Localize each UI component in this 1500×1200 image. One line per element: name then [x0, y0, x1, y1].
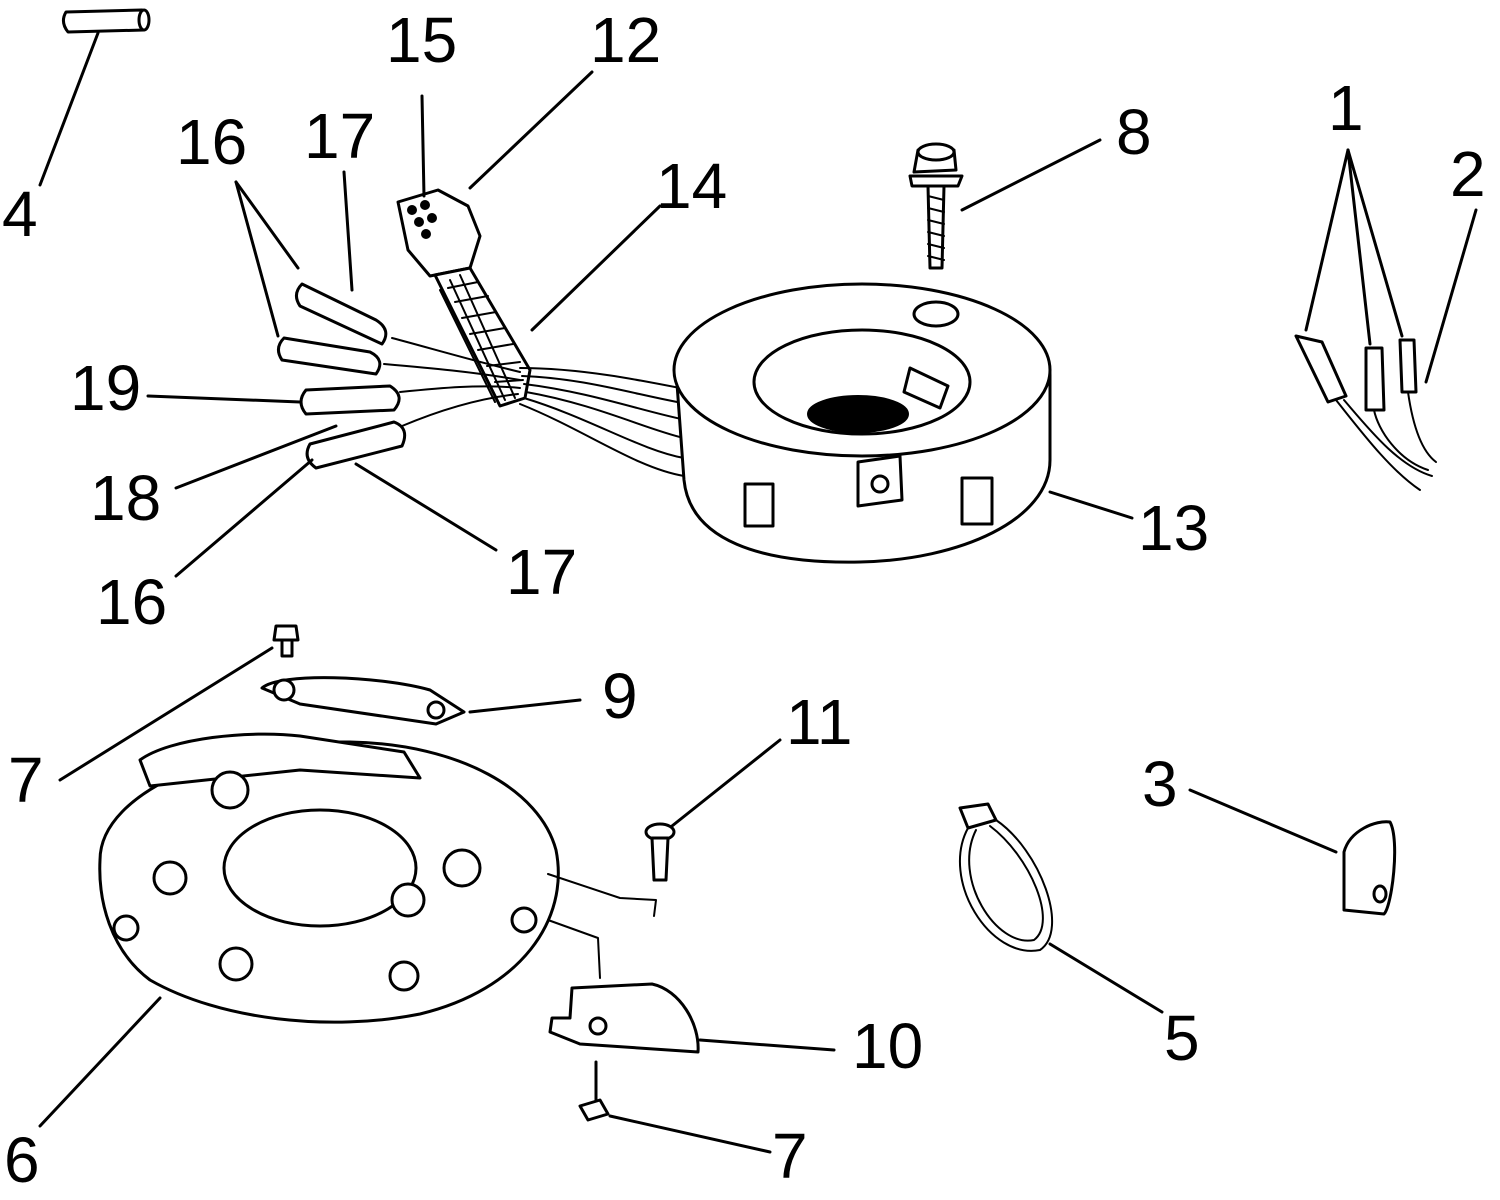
part-4-sleeve — [38, 8, 151, 187]
callout-11: 11 — [786, 686, 853, 758]
parts-1-2-terminals — [1294, 148, 1478, 491]
callout-13: 13 — [1138, 492, 1210, 564]
callout-18: 18 — [90, 462, 162, 534]
callout-3: 3 — [1142, 748, 1178, 820]
callout-14: 14 — [656, 150, 728, 222]
callout-8: 8 — [1116, 96, 1152, 168]
callout-9: 9 — [602, 660, 638, 732]
callout-6: 6 — [4, 1124, 40, 1196]
callout-17-lower: 17 — [506, 536, 578, 608]
part-9-clamp-plate — [260, 676, 582, 726]
leader-lines — [146, 70, 662, 578]
callout-7-lower: 7 — [772, 1120, 808, 1192]
callout-10: 10 — [852, 1010, 924, 1082]
part-6-base-plate — [38, 732, 657, 1128]
callout-1: 1 — [1328, 72, 1364, 144]
lead-terminals — [277, 282, 407, 470]
part-10-bracket — [548, 982, 836, 1054]
callout-7-upper: 7 — [8, 744, 44, 816]
callout-2: 2 — [1450, 138, 1486, 210]
callout-16-lower: 16 — [96, 566, 168, 638]
callout-5: 5 — [1164, 1002, 1200, 1074]
part-3-clip — [1188, 788, 1397, 916]
connector-and-harness — [383, 188, 691, 477]
part-8-screw — [908, 138, 1102, 270]
part-13-stator — [672, 282, 1134, 564]
part-11-screw — [644, 738, 782, 882]
callout-12: 12 — [590, 4, 662, 76]
part-7-screws — [58, 624, 772, 1154]
callout-19: 19 — [70, 352, 142, 424]
callout-17-upper: 17 — [304, 100, 376, 172]
callout-16-upper: 16 — [176, 106, 248, 178]
callout-4: 4 — [2, 178, 38, 250]
callout-15: 15 — [386, 4, 458, 76]
part-5-clamp — [958, 802, 1164, 1014]
